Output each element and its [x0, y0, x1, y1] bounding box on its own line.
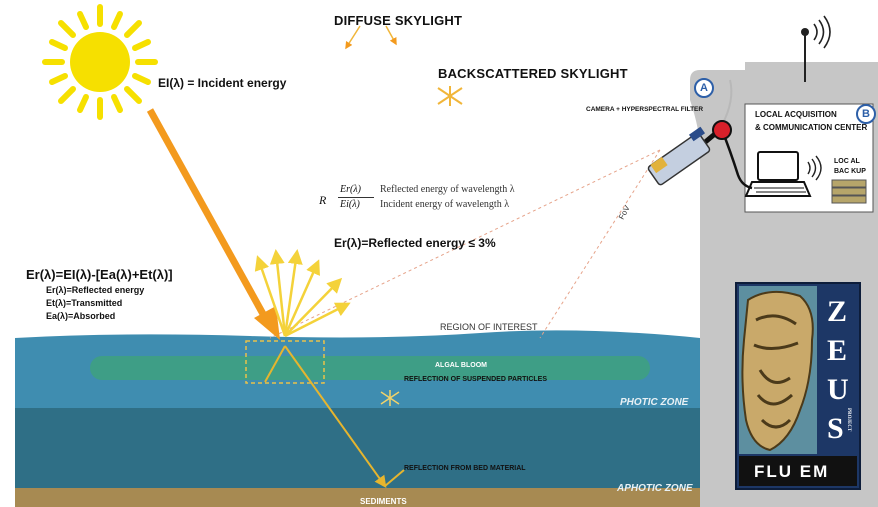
legend-reflected: Er(λ)=Reflected energy: [46, 285, 145, 295]
backscattered-skylight-label: BACKSCATTERED SKYLIGHT: [438, 66, 628, 81]
logo-letter-z: Z: [827, 295, 848, 328]
diffuse-skylight-label: DIFFUSE SKYLIGHT: [334, 13, 463, 28]
reflected-energy-label: Er(λ)=Reflected energy ≤ 3%: [334, 236, 496, 250]
transmitted-rays: [264, 345, 405, 488]
formula-numerator: Er(λ): [340, 184, 361, 195]
photic-zone-label: PHOTIC ZONE: [620, 397, 689, 408]
backup-storage-icon: [831, 179, 867, 204]
energy-balance-equation: Er(λ)=EI(λ)-[Ea(λ)+Et(λ)]: [26, 267, 173, 282]
antenna-tip: [801, 28, 809, 36]
suspended-particles-label: REFLECTION OF SUSPENDED PARTICLES: [404, 376, 547, 383]
aphotic-zone-label: APHOTIC ZONE: [617, 483, 693, 494]
logo-letter-s: S: [827, 412, 844, 445]
formula-desc-den: Incident energy of wavelength λ: [380, 199, 510, 210]
incident-ray: [146, 108, 272, 325]
diffuse-skylight-arrows: [345, 25, 397, 50]
communication-center-label: & COMMUNICATION CENTER: [755, 123, 868, 132]
bed-material-label: REFLECTION FROM BED MATERIAL: [404, 465, 526, 472]
logo-project-label: PROJECT: [846, 408, 851, 432]
legend-transmitted: Et(λ)=Transmitted: [46, 298, 123, 308]
camera-cable: [720, 129, 753, 190]
formula-desc-num: Reflected energy of wavelength λ: [380, 184, 515, 195]
wifi-icon: [807, 155, 822, 181]
antenna-waves: [813, 15, 831, 49]
camera-label: CAMERA + HYPERSPECTRAL FILTER: [586, 106, 704, 113]
incident-energy-label: EI(λ) = Incident energy: [158, 76, 287, 90]
roi-label: REGION OF INTEREST: [440, 322, 538, 332]
hyperspectral-camera: [647, 120, 732, 186]
local-acquisition-label: LOCAL ACQUISITION: [755, 110, 837, 119]
badge-a: A: [694, 78, 714, 98]
reflected-rays: [254, 249, 351, 338]
sun-icon: [42, 4, 158, 120]
backscatter-star: [437, 86, 463, 106]
laptop-base: [744, 181, 812, 197]
logo-footer: FLU EM: [754, 462, 830, 481]
suspended-particle-star: [380, 390, 400, 406]
algal-bloom-label: ALGAL BLOOM: [435, 362, 487, 369]
badge-b: B: [856, 104, 876, 124]
laptop-screen: [757, 151, 799, 181]
formula-denominator: Ei(λ): [340, 199, 360, 210]
zeus-logo: [735, 282, 861, 490]
legend-absorbed: Ea(λ)=Absorbed: [46, 311, 116, 321]
formula-divider: [338, 197, 374, 198]
building-roof: [745, 62, 878, 82]
formula-r: R: [319, 193, 327, 207]
logo-letter-u: U: [827, 373, 849, 406]
local-backup-label-2: BAC KUP: [834, 168, 866, 175]
sediments-label: SEDIMENTS: [360, 497, 407, 506]
roi-box: [245, 340, 325, 384]
algal-bloom: [90, 356, 650, 380]
logo-letter-e: E: [827, 334, 848, 367]
sediment-layer: [15, 488, 700, 507]
local-backup-label-1: LOC AL: [834, 158, 860, 165]
